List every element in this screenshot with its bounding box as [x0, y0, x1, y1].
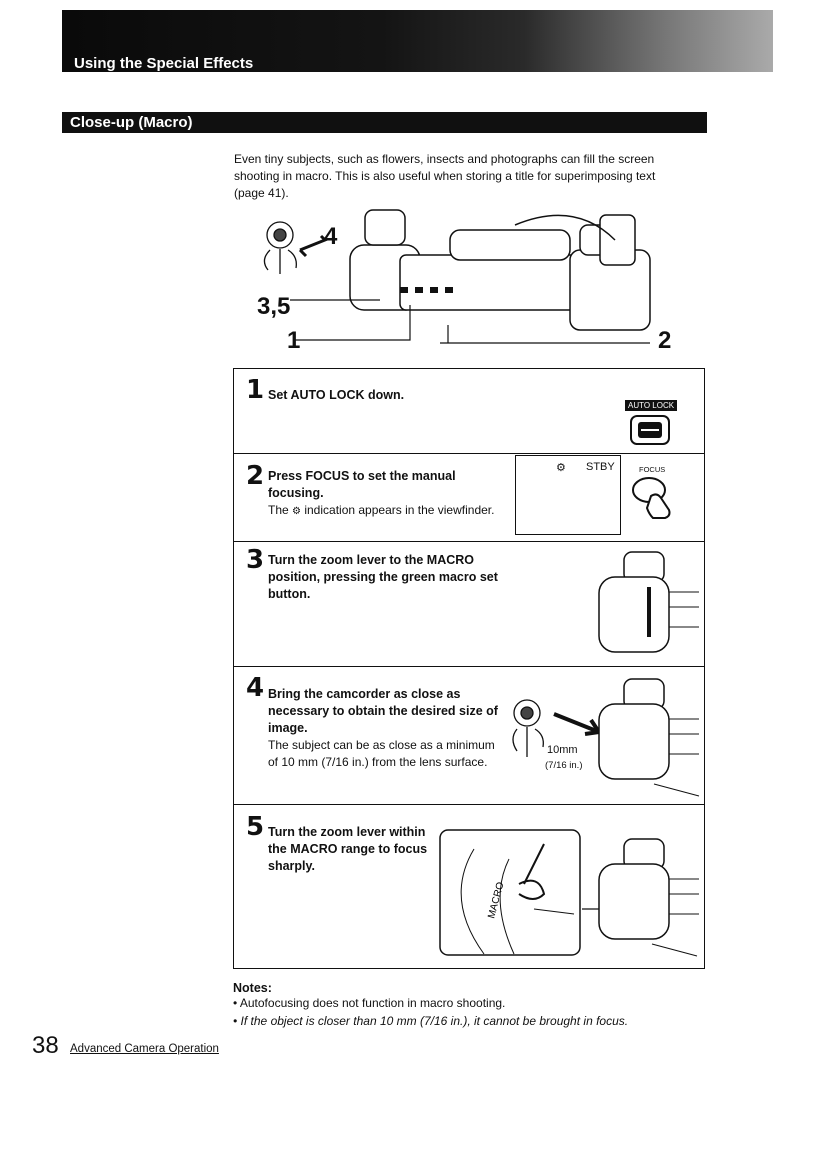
note-text: Autofocusing does not function in macro … [239, 996, 506, 1010]
focus-button-hand-icon [632, 477, 671, 519]
section-title: Close-up (Macro) [70, 114, 193, 131]
step-divider [234, 804, 704, 805]
flower-icon [512, 699, 544, 757]
autolock-label: AUTO LOCK [625, 400, 678, 411]
step-body: The ⚙ indication appears in the viewfind… [268, 502, 508, 520]
notes-heading: Notes: [233, 981, 272, 995]
step-number: 2 [246, 461, 265, 491]
camcorder-illustration: 4 3,5 1 2 [250, 205, 690, 355]
autolock-switch-icon [630, 415, 670, 445]
viewfinder-status: STBY [586, 461, 615, 473]
chapter-title: Using the Special Effects [74, 55, 254, 72]
flower-icon [263, 221, 297, 274]
arrow-icon [553, 712, 601, 736]
note-item: • Autofocusing does not function in macr… [233, 996, 506, 1010]
manual-focus-icon: ⚙ [556, 462, 566, 474]
step-body-text: The [268, 503, 289, 517]
steps-box: 1 Set AUTO LOCK down. AUTO LOCK 2 Press … [233, 368, 705, 969]
callout-label: 3,5 [257, 293, 291, 320]
step-title: Bring the camcorder as close as necessar… [268, 687, 498, 735]
camcorder-lens-illustration [582, 838, 699, 957]
distance-in: (7/16 in.) [545, 760, 583, 771]
step-number: 1 [246, 375, 265, 405]
chapter-header: Using the Special Effects [62, 10, 773, 72]
distance-mm: 10mm [547, 744, 578, 756]
callout-label: 1 [287, 327, 301, 354]
note-item: • If the object is closer than 10 mm (7/… [233, 1014, 629, 1028]
camcorder-lens-illustration [598, 678, 700, 797]
step-number: 3 [246, 545, 265, 575]
step-divider [234, 453, 704, 454]
focus-label: FOCUS [639, 465, 666, 474]
footer-section: Advanced Camera Operation [70, 1043, 219, 1055]
manual-focus-icon: ⚙ [292, 506, 301, 517]
step-body-text: indication appears in the viewfinder. [304, 503, 495, 517]
step-number: 4 [246, 673, 265, 703]
intro-paragraph: Even tiny subjects, such as flowers, ins… [234, 152, 656, 200]
callout-label: 4 [324, 223, 338, 250]
macro-ring-closeup: MACRO [439, 829, 581, 956]
section-header: Close-up (Macro) [62, 112, 707, 133]
camcorder-drawing [263, 209, 651, 344]
note-text: If the object is closer than 10 mm (7/16… [240, 1014, 629, 1028]
step-title: Turn the zoom lever within the MACRO ran… [268, 825, 428, 873]
step-body: The subject can be as close as a minimum… [268, 738, 495, 769]
callout-label: 2 [658, 327, 672, 354]
step-title: Set AUTO LOCK down. [268, 388, 405, 402]
step-divider [234, 666, 704, 667]
page-number: 38 [32, 1032, 59, 1059]
step-number: 5 [246, 812, 265, 842]
viewfinder-display: ⚙ STBY [515, 455, 621, 535]
zoom-lever-illustration [598, 551, 699, 653]
step-title: Press FOCUS to set the manual focusing. [268, 469, 456, 500]
step-divider [234, 541, 704, 542]
step-title: Turn the zoom lever to the MACRO positio… [268, 553, 498, 601]
